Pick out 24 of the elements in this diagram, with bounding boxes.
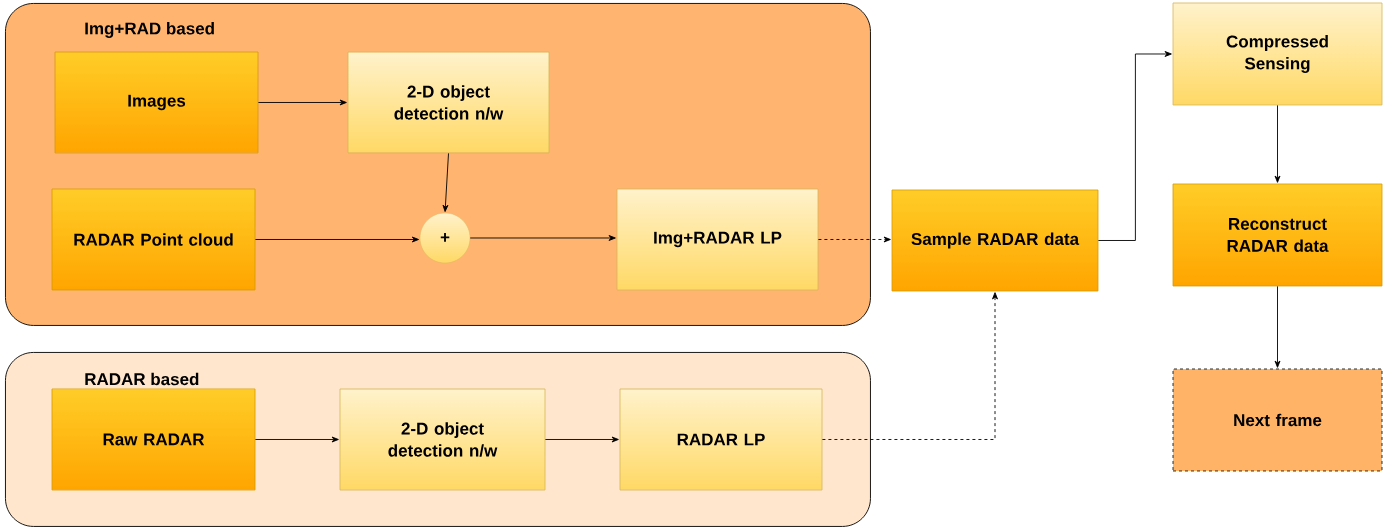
group-heading: Img+RAD based (85, 22, 214, 38)
arrow (442, 152, 449, 212)
process-box: Raw RADAR (51, 388, 256, 491)
process-box: RADAR Point cloud (51, 188, 256, 291)
process-box: Images (54, 51, 259, 154)
process-box: Sample RADAR data (891, 189, 1099, 292)
process-box: RADAR LP (619, 388, 823, 491)
process-box: 2-D object detection n/w (347, 51, 550, 154)
process-box: Compressed Sensing (1172, 2, 1383, 106)
arrow (1097, 51, 1172, 241)
arrow (469, 235, 616, 241)
arrow (254, 236, 419, 243)
arrow (817, 236, 891, 243)
arrow (1274, 285, 1281, 368)
process-box: 2-D object detection n/w (339, 388, 546, 491)
process-box: Next frame (1172, 368, 1383, 472)
arrow (544, 436, 619, 443)
arrow (254, 436, 339, 443)
group-heading: RADAR based (85, 372, 199, 386)
arrow (1274, 104, 1281, 183)
process-box: Img+RADAR LP (616, 188, 819, 291)
arrow (257, 99, 347, 106)
arrow (821, 292, 998, 440)
process-box: Reconstruct RADAR data (1172, 183, 1383, 287)
